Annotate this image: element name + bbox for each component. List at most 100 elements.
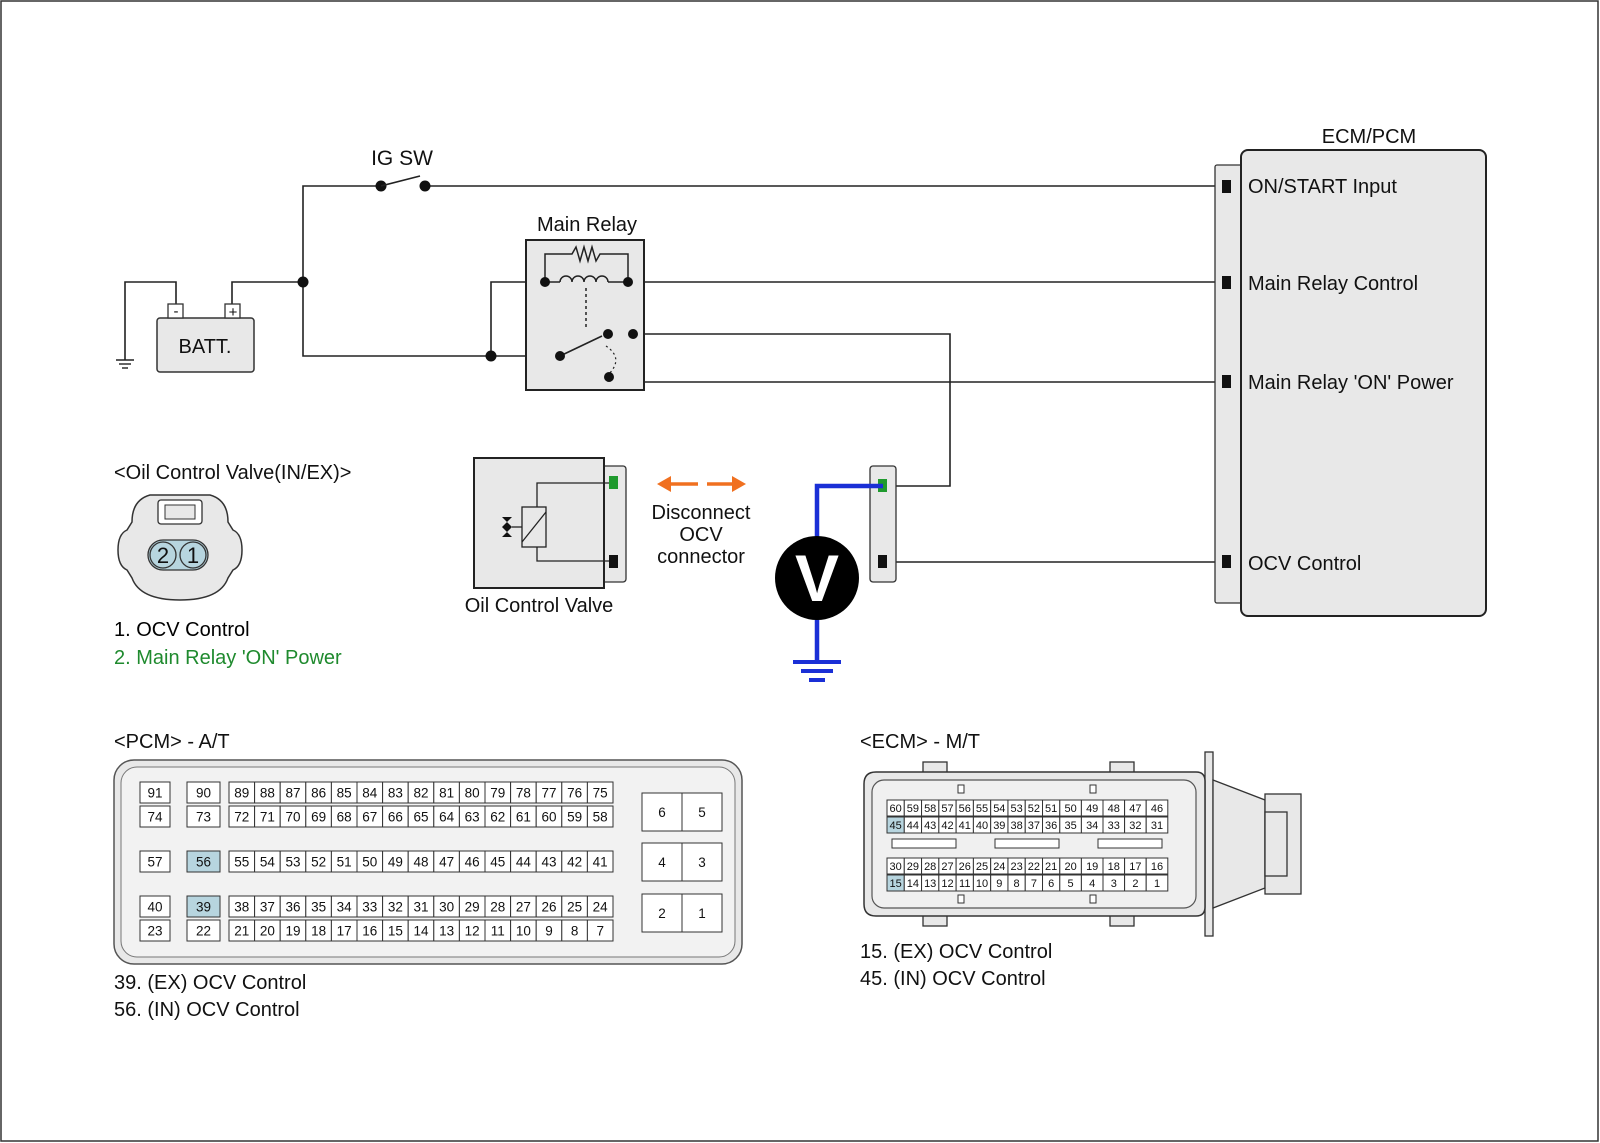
connector-pin: 38 <box>228 895 256 918</box>
connector-pin-number: 38 <box>1010 820 1022 832</box>
connector-pin-number: 43 <box>924 820 936 832</box>
ig-sw-blade <box>380 175 421 187</box>
connector-pin-box <box>641 893 683 933</box>
connector-pin-number: 84 <box>362 786 378 801</box>
connector-pin-number: 44 <box>516 855 532 870</box>
connector-pin-number: 47 <box>439 855 454 870</box>
connector-pin-number: 24 <box>593 900 609 915</box>
connector-pin: 47 <box>433 850 460 873</box>
connector-pin-number: 31 <box>413 900 428 915</box>
connector-pin: 29 <box>903 857 923 875</box>
connector-pin-number: 88 <box>260 786 275 801</box>
connector-pin: 63 <box>458 805 486 828</box>
connector-pin-number: 69 <box>311 810 326 825</box>
connector-pin-number: 40 <box>147 900 162 915</box>
connector-pin-number: 55 <box>234 855 249 870</box>
connector-pin: 66 <box>382 805 409 828</box>
connector-pin-box <box>641 842 683 882</box>
connector-pin-number: 19 <box>1086 861 1098 873</box>
connector-pin-number: 54 <box>993 803 1005 815</box>
connector-pin: 41 <box>586 850 614 873</box>
harness-pin-1 <box>878 555 887 568</box>
connector-pin-number: 45 <box>490 855 505 870</box>
junction-dot <box>485 350 497 362</box>
battery-plus-sign: + <box>229 304 238 321</box>
connector-pin-box <box>1145 799 1169 817</box>
ecm-terminal <box>1222 276 1231 289</box>
connector-pin-number: 6 <box>1048 878 1054 890</box>
connector-pin-number: 86 <box>311 786 326 801</box>
connector-pin: 38 <box>1007 816 1026 834</box>
connector-pin: 27 <box>510 895 537 918</box>
connector-pin: 11 <box>484 919 512 942</box>
voltmeter: V <box>775 483 883 682</box>
connector-pin-number: 28 <box>924 861 936 873</box>
connector-pin: 44 <box>903 816 923 834</box>
connector-pin: 43 <box>921 816 940 834</box>
connector-pin: 46 <box>458 850 486 873</box>
connector-pin-number: 42 <box>567 855 582 870</box>
connector-pin-box <box>186 805 221 828</box>
connector-pin-box <box>681 792 723 832</box>
connector-pin: 30 <box>433 895 460 918</box>
connector-pin-number: 21 <box>234 924 249 939</box>
ecm-legend-45: 45. (IN) OCV Control <box>860 968 1046 990</box>
relay-switch-contact <box>603 329 613 339</box>
connector-pin-number: 65 <box>413 810 428 825</box>
connector-pin-number: 47 <box>1129 803 1141 815</box>
connector-pin-number: 19 <box>285 924 300 939</box>
connector-pin-number: 55 <box>976 803 988 815</box>
connector-pin: 57 <box>938 799 957 817</box>
connector-pin-box <box>681 893 723 933</box>
connector-pin-box <box>139 805 171 828</box>
connector-pin: 37 <box>1024 816 1044 834</box>
connector-pin-number: 2 <box>1132 878 1138 890</box>
connector-pin-number: 74 <box>147 810 163 825</box>
connector-pin-number: 78 <box>516 786 531 801</box>
connector-pin: 70 <box>279 805 307 828</box>
connector-pin: 16 <box>356 919 384 942</box>
voltmeter-icon <box>775 536 859 620</box>
connector-pin-number: 63 <box>465 810 480 825</box>
connector-pin: 28 <box>484 895 512 918</box>
connector-pin-number: 39 <box>993 820 1005 832</box>
ocv-legend-1: 1. OCV Control <box>114 619 250 641</box>
connector-pin: 77 <box>535 781 563 804</box>
connector-pin: 60 <box>535 805 563 828</box>
connector-pin: 89 <box>228 781 256 804</box>
connector-pin-number: 35 <box>1064 820 1076 832</box>
connector-pin: 6 <box>641 792 683 832</box>
relay-output-terminal <box>628 329 638 339</box>
connector-pin-number: 60 <box>541 810 556 825</box>
connector-pin-number: 80 <box>465 786 480 801</box>
connector-pin-number: 22 <box>1028 861 1040 873</box>
connector-pin-number: 52 <box>1028 803 1040 815</box>
main-relay-label: Main Relay <box>537 214 637 236</box>
ecm-connector-flange <box>1204 751 1214 937</box>
connector-pin: 6 <box>1042 874 1061 892</box>
connector-pin: 58 <box>921 799 940 817</box>
connector-pin-number: 82 <box>413 786 428 801</box>
connector-pin: 60 <box>886 799 905 817</box>
connector-pin-number: 50 <box>1064 803 1076 815</box>
ocv-power-wire <box>633 333 951 487</box>
connector-pin-number: 5 <box>1068 878 1074 890</box>
ecm-terminal <box>1222 375 1231 388</box>
relay-switch-blade <box>559 335 603 357</box>
connector-pin: 47 <box>1124 799 1147 817</box>
connector-pin: 34 <box>1080 816 1104 834</box>
connector-pin: 21 <box>228 919 256 942</box>
connector-pin-number: 29 <box>907 861 919 873</box>
connector-pin-number: 9 <box>545 924 553 939</box>
connector-pin-number: 26 <box>959 861 971 873</box>
connector-pin-number: 58 <box>924 803 936 815</box>
connector-pin-number: 53 <box>285 855 300 870</box>
connector-pin-number: 29 <box>465 900 480 915</box>
connector-pin-box <box>1145 816 1169 834</box>
main-relay-control-label: Main Relay Control <box>1248 273 1418 295</box>
connector-pin: 7 <box>586 919 614 942</box>
connector-pin: 34 <box>330 895 358 918</box>
voltmeter-letter: V <box>795 541 839 615</box>
connector-pin-number: 75 <box>593 786 608 801</box>
